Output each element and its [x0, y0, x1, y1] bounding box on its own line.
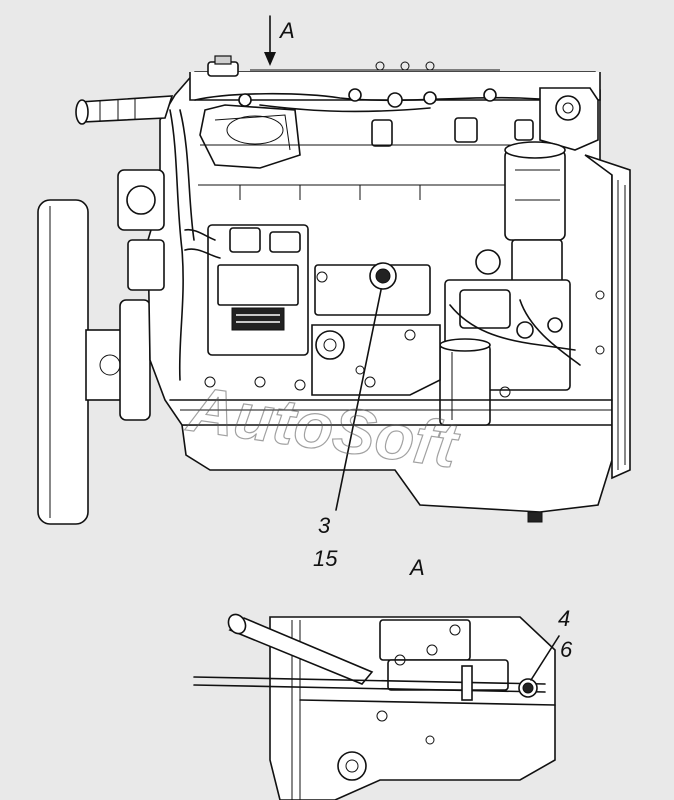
view-arrow: [264, 15, 276, 66]
callout-leader-main: [335, 289, 382, 511]
pulley-hub: [85, 329, 123, 401]
engine-main-view: [37, 55, 631, 525]
callout-number-15: 15: [313, 546, 338, 571]
intake-pipe: [79, 95, 174, 123]
callout-number-6: 6: [560, 637, 573, 662]
flywheel: [37, 199, 89, 525]
view-label-detail: A: [408, 555, 425, 580]
callout-number-4: 4: [558, 606, 570, 631]
fuel-filter: [504, 149, 566, 241]
callout-leader-detail: [530, 635, 560, 681]
view-label-top: A: [278, 18, 295, 43]
detail-view-a: [193, 613, 560, 800]
callout-number-3: 3: [318, 513, 331, 538]
